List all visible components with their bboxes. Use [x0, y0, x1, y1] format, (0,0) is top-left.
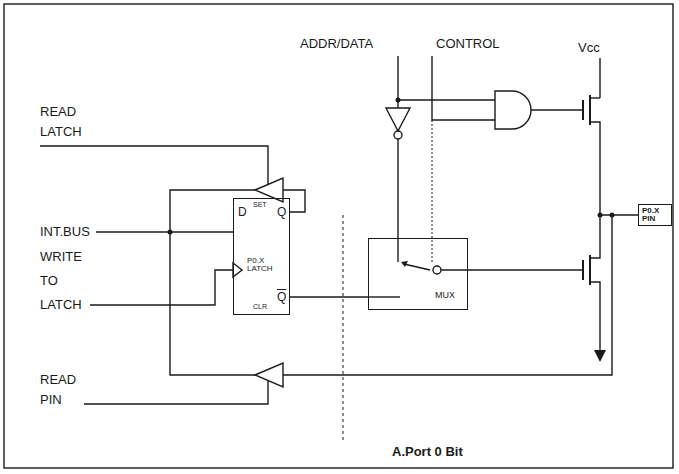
switch-arm	[404, 264, 430, 270]
junction-dot	[168, 230, 173, 235]
junction-dot	[598, 213, 603, 218]
pin-box: P0.X PIN	[638, 204, 672, 227]
ground-arrow	[594, 350, 606, 362]
and-input-wire	[398, 99, 495, 100]
transistor-lead	[590, 282, 600, 352]
transistor-gate	[582, 100, 584, 120]
transistor-channel	[589, 255, 591, 285]
transistor-gate	[582, 260, 584, 280]
signal-name: READ LATCH	[40, 102, 90, 142]
clock-symbol	[233, 263, 242, 277]
junction-dot	[610, 213, 615, 218]
control-wire	[432, 56, 495, 120]
latch-name: P0.X LATCH	[247, 257, 277, 274]
read-latch-wire	[40, 146, 268, 184]
gate-wire	[531, 109, 583, 110]
vcc-wire	[599, 58, 600, 98]
signal-name: WRITE TO LATCH	[40, 245, 92, 317]
signal-name: ADDR/DATA	[300, 36, 373, 52]
inverted-wire	[397, 139, 398, 262]
pin-feedback-wire	[283, 215, 612, 375]
write-latch-wire	[90, 270, 233, 305]
inverter-bubble	[394, 131, 402, 139]
control-dotted-wire	[432, 120, 433, 264]
read-pin-wire	[84, 381, 268, 404]
and-gate-symbol	[495, 91, 531, 129]
output-name: Q	[277, 291, 286, 304]
divider-line	[343, 215, 344, 440]
input-name: D	[238, 206, 247, 219]
mux-box: MUX	[368, 238, 468, 310]
mux-name: MUX	[435, 291, 455, 300]
transistor-lead	[590, 97, 600, 98]
output-name: Q	[277, 206, 286, 219]
signal-name: CONTROL	[436, 36, 500, 52]
inverter-symbol	[386, 108, 410, 131]
mux-output-bubble	[433, 266, 441, 274]
pin-name: P0.X PIN	[642, 207, 668, 224]
figure-caption: A.Port 0 Bit	[392, 444, 463, 460]
internal-bus-wire	[170, 190, 255, 375]
latch-box: D SET Q P0.X LATCH CLR Q	[233, 198, 290, 315]
switch-arrow	[401, 261, 408, 267]
int-bus-wire	[96, 231, 233, 232]
pin-wire	[600, 214, 638, 215]
transistor-channel	[589, 95, 591, 125]
mux-input-wire	[368, 296, 400, 297]
pin-name: SET	[253, 201, 267, 208]
signal-name: READ PIN	[40, 370, 85, 410]
signal-wire	[290, 296, 368, 297]
transistor-lead	[590, 122, 600, 258]
supply-name: Vcc	[578, 40, 600, 56]
junction-dot	[396, 98, 401, 103]
pin-name: CLR	[253, 303, 267, 310]
buffer-symbol	[255, 363, 283, 387]
frame	[4, 4, 673, 468]
signal-name: INT.BUS	[40, 224, 90, 240]
mux-output-wire	[441, 269, 583, 270]
